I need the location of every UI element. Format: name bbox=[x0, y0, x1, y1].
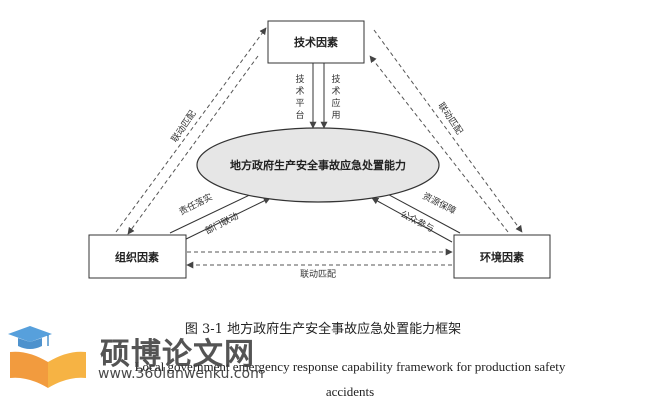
link-bottom-label: 联动匹配 bbox=[300, 269, 336, 280]
env-upper-arrow bbox=[379, 189, 461, 234]
dashed-connectors bbox=[115, 27, 523, 269]
solid-arrows bbox=[169, 63, 461, 243]
org-node-box bbox=[88, 234, 187, 279]
caption-english-line-1: Local government emergency response capa… bbox=[134, 359, 566, 374]
tech-node-box bbox=[267, 20, 365, 64]
figure-caption-chinese: 图 3-1 地方政府生产安全事故应急处置能力框架 bbox=[184, 322, 462, 337]
right-outer-dashed-arrow bbox=[373, 29, 523, 233]
tech-platform-char: 平 bbox=[295, 98, 304, 109]
env-resource-label: 资源保障 bbox=[421, 190, 459, 217]
left-inner-dashed-arrow bbox=[127, 55, 259, 235]
tech-application-char: 术 bbox=[331, 85, 340, 97]
tech-application-label: 技 术 应 用 bbox=[331, 73, 340, 121]
env-node-box bbox=[453, 234, 551, 279]
tech-application-char: 技 bbox=[331, 73, 340, 85]
tech-node-label: 技术因素 bbox=[294, 35, 338, 49]
figure-caption-english: Local government emergency response capa… bbox=[60, 354, 640, 404]
tech-platform-label: 技 术 平 台 bbox=[295, 73, 304, 121]
center-ellipse bbox=[196, 127, 440, 203]
tech-platform-char: 术 bbox=[295, 85, 304, 97]
caption-english-line-2: accidents bbox=[325, 384, 375, 399]
left-outer-dashed-arrow bbox=[115, 27, 267, 233]
tech-platform-char: 技 bbox=[295, 73, 304, 85]
org-department-label: 部门联动 bbox=[203, 210, 241, 237]
link-right-label: 联动匹配 bbox=[435, 101, 464, 137]
env-lower-arrow bbox=[371, 197, 453, 243]
tech-platform-char: 台 bbox=[295, 109, 304, 121]
org-lower-arrow bbox=[179, 197, 271, 243]
tech-application-char: 应 bbox=[331, 97, 340, 109]
tech-application-char: 用 bbox=[331, 110, 340, 121]
org-responsibility-label: 责任落实 bbox=[177, 191, 215, 218]
env-public-label: 公众参与 bbox=[399, 208, 437, 235]
org-node-label: 组织因素 bbox=[115, 250, 159, 264]
env-node-label: 环境因素 bbox=[480, 250, 524, 264]
center-label: 地方政府生产安全事故应急处置能力 bbox=[230, 158, 406, 172]
org-upper-arrow bbox=[169, 189, 261, 234]
right-inner-dashed-arrow bbox=[369, 55, 509, 233]
